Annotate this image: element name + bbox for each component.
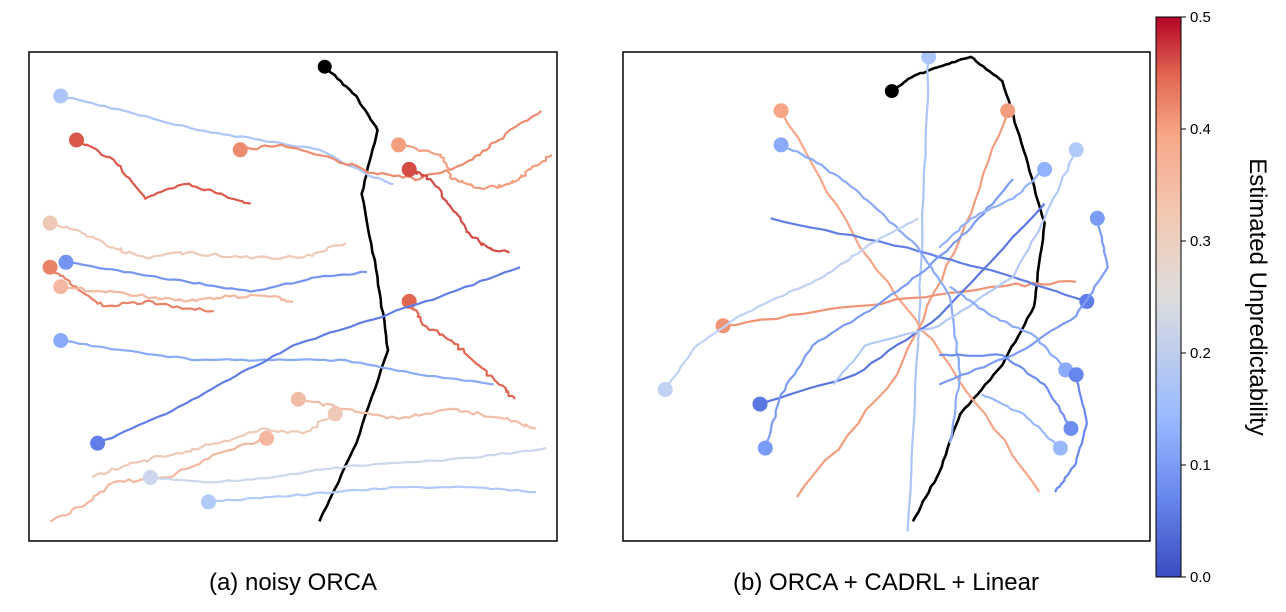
pedestrian-position-dot-a-7 [42, 259, 58, 275]
pedestrian-position-dot-a-11 [53, 333, 69, 348]
colorbar-tick-label: 0.3 [1190, 233, 1211, 250]
pedestrian-trajectory-a-15 [49, 437, 267, 523]
pedestrian-position-dot-b-3 [773, 103, 789, 119]
panel-a-caption: (a) noisy ORCA [209, 569, 377, 596]
pedestrian-trajectory-b-3 [780, 110, 1041, 493]
pedestrian-position-dot-b-2 [1000, 103, 1016, 119]
pedestrian-position-dot-b-6 [752, 396, 768, 412]
pedestrian-position-dot-b-10 [1068, 142, 1084, 158]
pedestrian-trajectory-a-17 [208, 485, 536, 503]
pedestrian-trajectory-b-1 [906, 56, 930, 532]
pedestrian-position-dot-a-9 [58, 254, 74, 270]
pedestrian-trajectory-a-1 [60, 94, 394, 186]
pedestrian-position-dot-b-16 [1068, 367, 1084, 383]
pedestrian-trajectory-a-5 [408, 168, 510, 254]
pedestrian-position-dot-a-8 [53, 279, 69, 295]
pedestrian-position-dot-a-16 [142, 469, 158, 485]
panel-a-frame [28, 51, 558, 542]
pedestrian-position-dot-b-12 [1037, 161, 1053, 177]
colorbar-tick-label: 0.1 [1190, 457, 1211, 474]
robot-trajectory-b-0 [891, 55, 1046, 522]
pedestrian-trajectory-b-5 [770, 217, 1088, 303]
pedestrian-trajectory-a-11 [60, 339, 494, 386]
pedestrian-trajectory-a-6 [49, 221, 347, 261]
pedestrian-trajectory-b-10 [832, 149, 1078, 386]
pedestrian-trajectory-a-10 [408, 300, 516, 400]
pedestrian-trajectory-b-13 [949, 285, 1067, 371]
pedestrian-trajectory-b-6 [759, 202, 1046, 406]
pedestrian-position-dot-a-4 [69, 132, 84, 148]
pedestrian-trajectory-a-7 [50, 266, 214, 313]
pedestrian-trajectory-a-12 [97, 266, 521, 445]
pedestrian-position-dot-b-1 [921, 52, 937, 65]
colorbar-title: Estimated Unpredictability [1244, 158, 1271, 435]
pedestrian-position-dot-b-7 [757, 440, 773, 456]
pedestrian-trajectory-b-7 [764, 178, 1014, 449]
pedestrian-position-dot-a-5 [401, 161, 417, 177]
pedestrian-trajectory-a-14 [91, 413, 336, 479]
pedestrian-position-dot-b-14 [1063, 421, 1079, 436]
pedestrian-trajectory-a-16 [150, 447, 547, 484]
pedestrian-position-dot-b-11 [657, 381, 673, 397]
pedestrian-position-dot-a-3 [391, 137, 407, 153]
pedestrian-position-dot-b-15 [1052, 440, 1068, 456]
pedestrian-position-dot-b-8 [773, 137, 789, 153]
colorbar: 0.0 0.1 0.2 0.3 0.4 0.5 Estimated Unpredictab… [1155, 9, 1271, 586]
colorbar-tick-label: 0.2 [1190, 345, 1211, 362]
colorbar-tick-label: 0.0 [1190, 569, 1211, 586]
colorbar-ticks: 0.0 0.1 0.2 0.3 0.4 0.5 [1181, 9, 1211, 586]
pedestrian-position-dot-b-9 [1089, 210, 1105, 226]
colorbar-gradient [1155, 16, 1182, 578]
panel-b-frame [622, 51, 1151, 542]
colorbar-tick-label: 0.5 [1190, 9, 1211, 26]
pedestrian-position-dot-a-2 [232, 142, 248, 158]
pedestrian-trajectory-b-15 [980, 393, 1062, 449]
pedestrian-trajectory-b-8 [780, 144, 962, 444]
pedestrian-position-dot-a-14 [327, 406, 343, 422]
robot-position-dot-b-0 [884, 84, 899, 99]
pedestrian-trajectory-b-4 [723, 280, 1077, 327]
panel-b: (b) ORCA + CADRL + Linear [622, 51, 1151, 596]
pedestrian-trajectory-b-16 [1054, 374, 1088, 493]
robot-position-dot-a-0 [317, 59, 332, 74]
pedestrian-position-dot-a-13 [290, 391, 306, 407]
panel-b-trajectories [657, 52, 1109, 532]
panel-a: (a) noisy ORCA [28, 51, 558, 596]
colorbar-tick-label: 0.4 [1190, 121, 1211, 138]
panel-a-trajectories [42, 59, 553, 523]
pedestrian-position-dot-a-15 [259, 430, 275, 446]
pedestrian-position-dot-a-12 [90, 435, 106, 451]
pedestrian-position-dot-a-17 [201, 494, 216, 510]
pedestrian-trajectory-b-14 [939, 353, 1072, 430]
pedestrian-trajectory-a-4 [75, 139, 251, 205]
pedestrian-trajectory-b-9 [938, 218, 1109, 386]
pedestrian-trajectory-a-8 [60, 284, 294, 303]
pedestrian-position-dot-a-6 [42, 215, 58, 231]
pedestrian-trajectory-a-9 [65, 261, 367, 293]
pedestrian-trajectory-b-2 [795, 110, 1009, 498]
panel-b-caption: (b) ORCA + CADRL + Linear [733, 569, 1039, 596]
pedestrian-trajectory-b-11 [664, 217, 919, 391]
pedestrian-trajectory-a-2 [239, 109, 543, 182]
pedestrian-trajectory-a-3 [398, 143, 553, 190]
pedestrian-trajectory-b-12 [938, 168, 1046, 249]
pedestrian-position-dot-a-1 [53, 88, 69, 104]
robot-trajectory-a-0 [318, 65, 390, 522]
